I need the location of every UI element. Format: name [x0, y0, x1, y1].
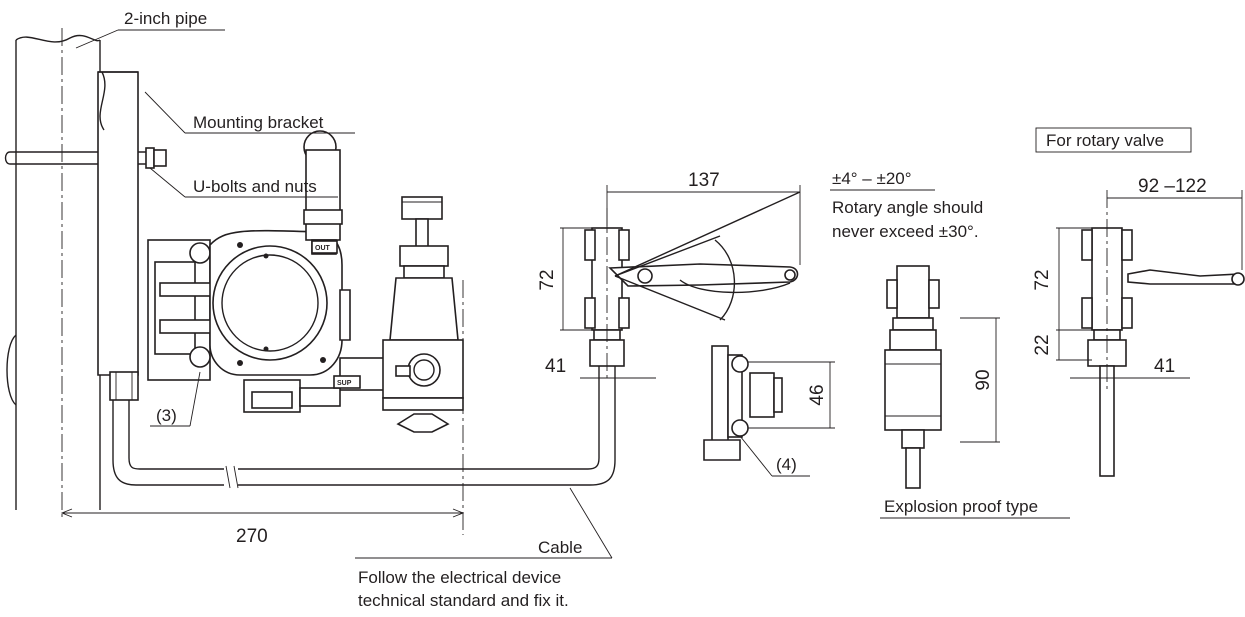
cable [112, 365, 616, 489]
rotary-valve-box-label: For rotary valve [1046, 131, 1164, 150]
leader-lines [75, 29, 1070, 559]
sup-port-tag: SUP [333, 375, 361, 389]
rotary-valve-assembly [1081, 190, 1245, 477]
dim-22: 22 [1032, 334, 1053, 355]
sup-tag-text: SUP [337, 380, 352, 387]
dim-92-122: 92 –122 [1138, 176, 1207, 197]
dimension-lines [60, 185, 1243, 518]
mounting-bracket [97, 71, 139, 401]
dim-41-right: 41 [1154, 356, 1175, 377]
cable-gland [584, 208, 630, 380]
bracket-detail-4 [703, 345, 783, 461]
dimension-values: 270 137 72 41 46 90 92 –122 72 22 41 [236, 170, 1207, 547]
explosion-proof-label: Explosion proof type [884, 497, 1038, 516]
text-labels: 2-inch pipe Mounting bracket U-bolts and… [124, 9, 1192, 610]
u-bolt [4, 147, 167, 169]
out-tag-text: OUT [315, 245, 331, 252]
dim-46: 46 [807, 384, 828, 405]
bracket-label: Mounting bracket [193, 113, 324, 132]
dim-41-left: 41 [545, 356, 566, 377]
part-4-label: (4) [776, 455, 797, 474]
dim-270: 270 [236, 526, 268, 547]
dim-72-left: 72 [537, 269, 558, 290]
rotary-note-line2: never exceed ±30°. [832, 222, 979, 241]
cable-note-line2: technical standard and fix it. [358, 591, 569, 610]
dim-90: 90 [973, 369, 994, 390]
cable-label: Cable [538, 538, 582, 557]
dim-72-right: 72 [1032, 269, 1053, 290]
cable-note-line1: Follow the electrical device [358, 568, 561, 587]
rotary-note-line1: Rotary angle should [832, 198, 983, 217]
pipe [6, 28, 101, 520]
explosion-proof-assembly [884, 265, 942, 489]
dim-137: 137 [688, 170, 720, 191]
out-port-tag: OUT [311, 240, 338, 254]
ubolts-label: U-bolts and nuts [193, 177, 317, 196]
positioner-body [147, 130, 385, 413]
pipe-label: 2-inch pipe [124, 9, 207, 28]
filter-regulator [382, 196, 464, 535]
rotary-range-label: ±4° – ±20° [832, 169, 912, 188]
part-3-label: (3) [156, 406, 177, 425]
rotary-lever [608, 191, 801, 321]
